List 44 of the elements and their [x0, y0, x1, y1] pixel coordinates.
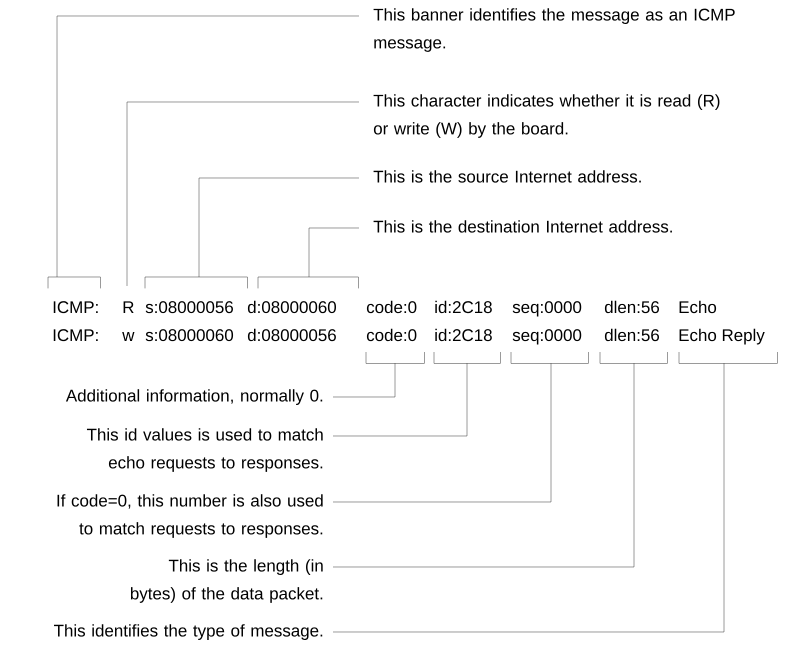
field-text: code:0: [366, 328, 416, 342]
callout-text: Additional information, normally 0.: [66, 389, 322, 405]
callout-text: This banner identifies the message as an ICMP message.: [374, 8, 735, 52]
bracket: [678, 352, 778, 364]
leader-line: [308, 228, 360, 278]
bracket: [434, 352, 501, 364]
bracket: [48, 276, 101, 289]
callout-text: This identifies the type of message.: [54, 624, 322, 640]
callout-text: This character indicates whether it is read (R) or write (W) by the board.: [374, 94, 720, 138]
field-text: R: [124, 301, 134, 313]
field-text: dlen:56: [604, 328, 659, 342]
callout-text: This is the length (in bytes) of the data packet.: [130, 559, 323, 603]
bracket: [144, 276, 248, 289]
field-text: d:08000056: [248, 328, 336, 342]
field-text: s:08000060: [146, 329, 234, 342]
field-text: s:08000056: [146, 301, 233, 314]
field-text: seq:0000: [512, 301, 582, 316]
field-text: d:08000060: [248, 300, 336, 314]
leader-line: [198, 178, 360, 278]
leader-line: [332, 363, 396, 398]
leader-line: [332, 363, 552, 502]
callout-text: This id values is used to match echo requests to responses.: [86, 428, 323, 472]
field-text: Echo: [680, 300, 716, 314]
leader-line: [332, 363, 634, 568]
callout-text: This is the destination Internet address.: [374, 220, 672, 233]
field-text: ICMP:: [54, 329, 98, 342]
callout-text: If code=0, this number is also used to match requests to responses.: [58, 494, 323, 538]
field-text: seq:0000: [512, 329, 582, 344]
field-text: code:0: [366, 300, 416, 314]
field-text: id:2C18: [435, 300, 492, 314]
bracket: [600, 352, 668, 364]
field-text: ICMP:: [54, 301, 98, 314]
leader-line: [332, 363, 468, 436]
leader-line: [56, 16, 360, 278]
bracket: [510, 352, 589, 364]
callout-text: This is the source Internet address.: [374, 170, 641, 183]
bracket: [366, 352, 425, 364]
field-text: dlen:56: [604, 300, 659, 314]
field-text: Echo Reply: [680, 328, 765, 344]
leader-line: [332, 363, 724, 632]
leader-line: [126, 102, 360, 286]
field-text: id:2C18: [435, 328, 492, 342]
field-text: w: [122, 332, 134, 341]
bracket: [258, 276, 359, 289]
